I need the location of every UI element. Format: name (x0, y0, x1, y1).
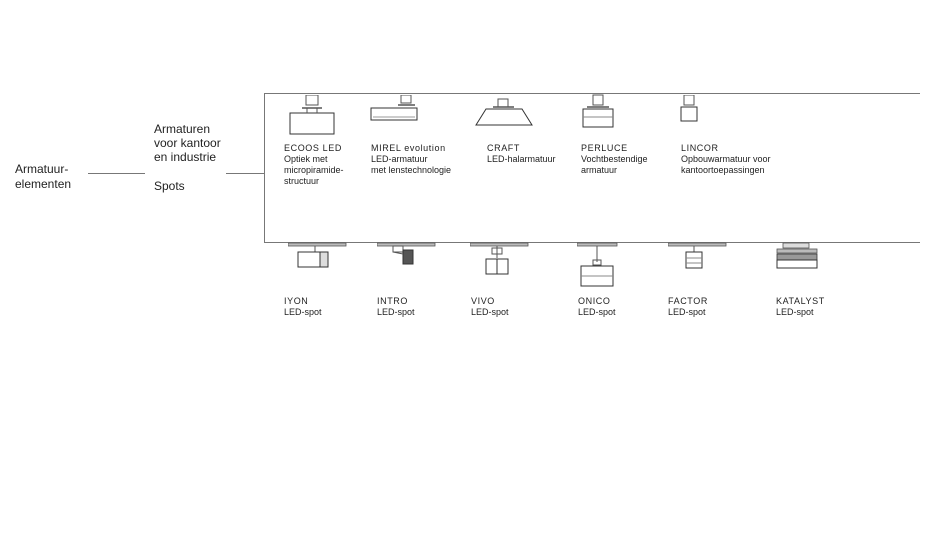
category-office-industry: Armaturen voor kantoor en industrie (154, 122, 221, 164)
factor-spot-icon (668, 242, 727, 269)
product-desc: LED-spot (578, 307, 616, 317)
perluce-fixture-icon (582, 94, 614, 128)
product-desc: LED-spot (668, 307, 706, 317)
product-lincor: LINCOR Opbouwarmatuur voor kantoortoepas… (681, 143, 771, 176)
product-name: VIVO (471, 296, 495, 306)
product-iyon: IYON LED-spot (284, 296, 322, 318)
product-name: PERLUCE (581, 143, 628, 153)
category-line: voor kantoor (154, 136, 221, 150)
product-katalyst: KATALYST LED-spot (776, 296, 825, 318)
craft-highbay-icon (475, 98, 533, 126)
product-mirel-evolution: MIREL evolution LED-armatuur met lenstec… (371, 143, 451, 176)
category-line: en industrie (154, 150, 217, 164)
product-intro: INTRO LED-spot (377, 296, 415, 318)
product-name: KATALYST (776, 296, 825, 306)
product-name: FACTOR (668, 296, 708, 306)
product-name: CRAFT (487, 143, 520, 153)
product-desc: met lenstechnologie (371, 165, 452, 175)
product-ecoos-led: ECOOS LED Optiek met micropiramide- stru… (284, 143, 344, 187)
product-name: ONICO (578, 296, 611, 306)
ecoos-fixture-icon (289, 95, 335, 135)
category-line: Spots (154, 179, 185, 193)
product-desc: Opbouwarmatuur voor (681, 154, 771, 164)
lincor-fixture-icon (680, 95, 698, 122)
katalyst-spot-icon (776, 242, 818, 269)
product-desc: kantoortoepassingen (681, 165, 765, 175)
product-desc: armatuur (581, 165, 618, 175)
vivo-spot-icon (470, 242, 529, 275)
connector-line (226, 173, 264, 174)
product-vivo: VIVO LED-spot (471, 296, 509, 318)
intro-spot-icon (377, 242, 436, 265)
product-name: IYON (284, 296, 309, 306)
iyon-spot-icon (288, 242, 347, 268)
product-perluce: PERLUCE Vochtbestendige armatuur (581, 143, 648, 176)
product-desc: structuur (284, 176, 320, 186)
product-desc: LED-spot (377, 307, 415, 317)
product-factor: FACTOR LED-spot (668, 296, 708, 318)
root-label-line: elementen (15, 177, 72, 191)
product-desc: micropiramide- (284, 165, 344, 175)
product-desc: LED-spot (284, 307, 322, 317)
product-name: ECOOS LED (284, 143, 342, 153)
product-name: LINCOR (681, 143, 719, 153)
root-label-line: Armatuur- (15, 162, 69, 176)
product-desc: LED-spot (471, 307, 509, 317)
category-line: Armaturen (154, 122, 211, 136)
product-desc: Optiek met (284, 154, 328, 164)
product-desc: LED-armatuur (371, 154, 428, 164)
product-onico: ONICO LED-spot (578, 296, 616, 318)
root-label: Armatuur- elementen (15, 162, 71, 192)
office-products-panel (264, 93, 920, 243)
category-spots: Spots (154, 179, 185, 193)
product-craft: CRAFT LED-halarmatuur (487, 143, 556, 165)
connector-line (88, 173, 145, 174)
product-name: MIREL evolution (371, 143, 446, 153)
product-name: INTRO (377, 296, 408, 306)
product-desc: LED-spot (776, 307, 814, 317)
product-desc: Vochtbestendige (581, 154, 648, 164)
product-desc: LED-halarmatuur (487, 154, 556, 164)
onico-spot-icon (577, 242, 618, 287)
mirel-fixture-icon (370, 95, 418, 121)
